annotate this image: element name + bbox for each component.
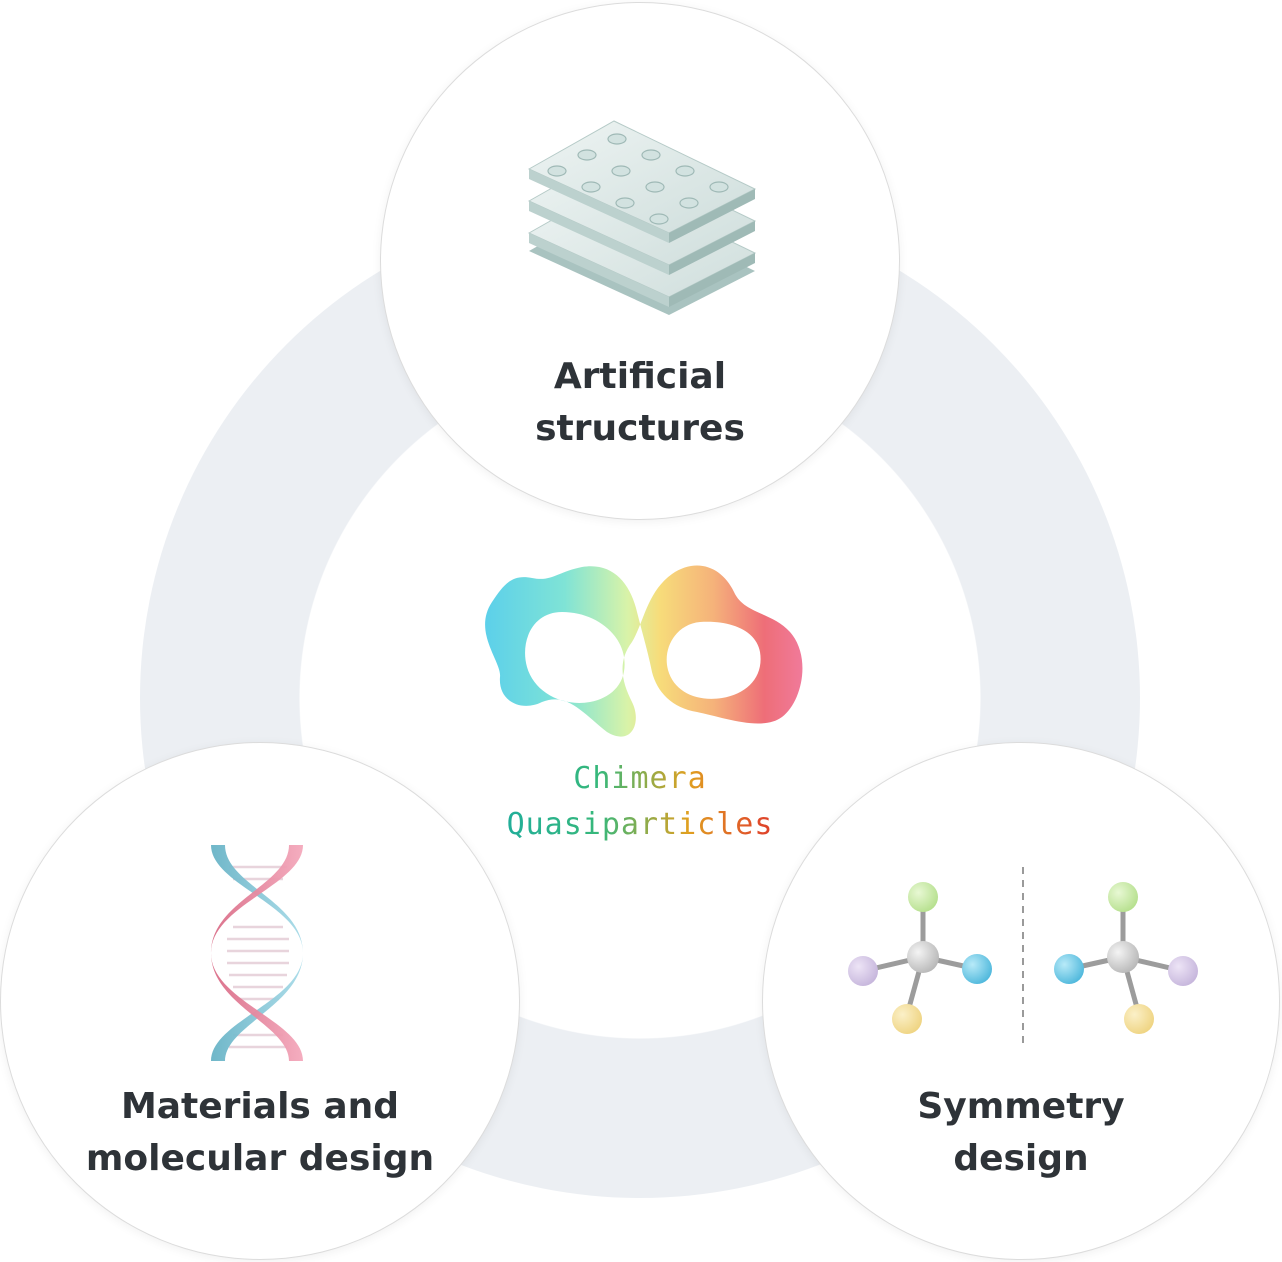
node-label-artificial-structures: Artificial structures bbox=[381, 351, 899, 455]
node-label-line2: structures bbox=[535, 408, 745, 449]
node-symmetry-design: Symmetry design bbox=[762, 742, 1280, 1260]
center-title-line1: Chimera bbox=[440, 756, 840, 802]
chimera-logo-icon bbox=[485, 565, 803, 737]
node-label-symmetry: Symmetry design bbox=[763, 1081, 1279, 1185]
node-label-line1: Materials and bbox=[120, 1086, 400, 1127]
node-label-line2: molecular design bbox=[85, 1138, 435, 1179]
stacked-plates-icon bbox=[527, 120, 757, 315]
mirror-molecules-icon bbox=[848, 867, 1198, 1049]
node-label-line1: Artificial bbox=[553, 356, 727, 397]
node-artificial-structures: Artificial structures bbox=[380, 2, 900, 520]
center-title-line2: Quasiparticles bbox=[440, 802, 840, 848]
node-label-line2: design bbox=[953, 1138, 1089, 1179]
node-label-materials: Materials and molecular design bbox=[1, 1081, 519, 1185]
node-materials-molecular-design: Materials and molecular design bbox=[0, 742, 520, 1260]
node-label-line1: Symmetry bbox=[917, 1086, 1125, 1127]
dna-helix-icon bbox=[211, 845, 303, 1061]
center-title: Chimera Quasiparticles bbox=[440, 756, 840, 848]
